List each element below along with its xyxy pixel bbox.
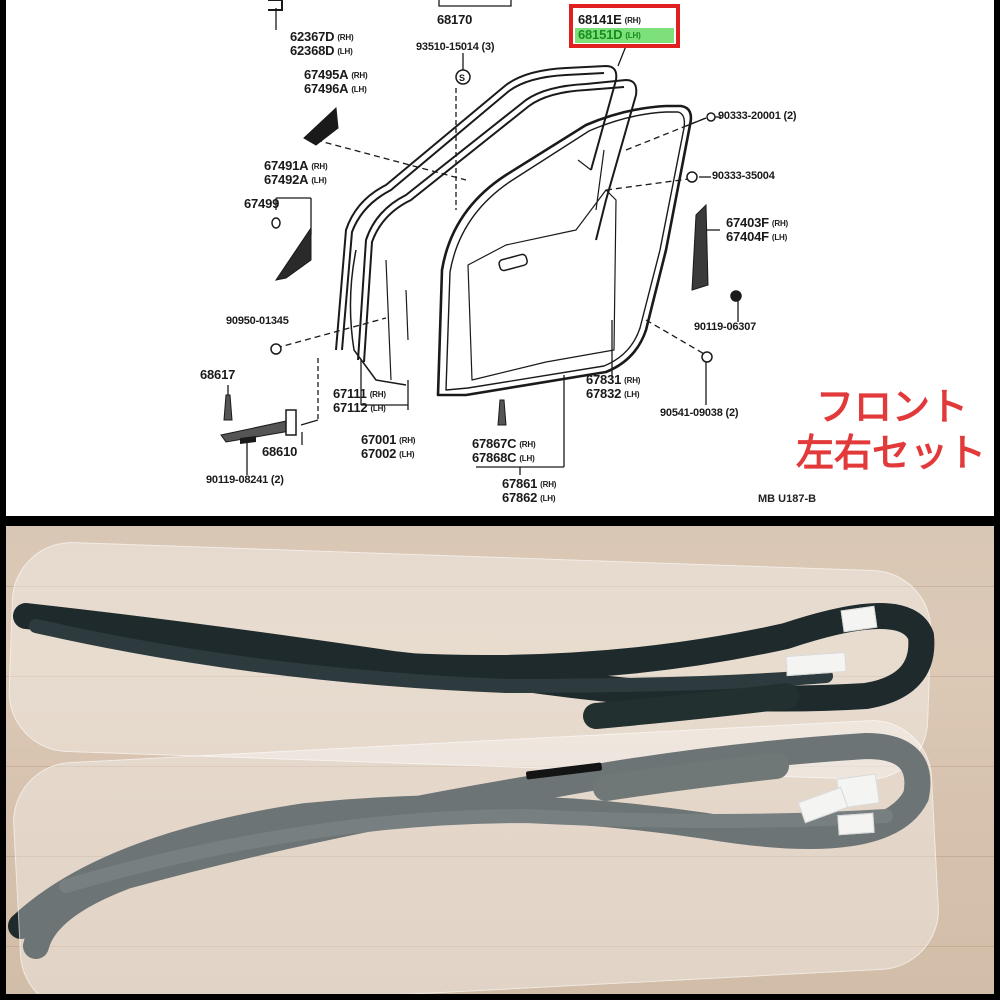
product-label-sticker bbox=[840, 605, 878, 633]
door-exploded-diagram: S bbox=[220, 0, 742, 475]
parts-diagram-panel: S 62367D(RH) 62368D(LH) 68170 93510-1501… bbox=[6, 0, 994, 516]
part-label-67001: 67001(RH) 67002(LH) bbox=[361, 432, 416, 461]
part-label-90333-20001: 90333-20001 (2) bbox=[718, 110, 797, 122]
part-label-93510: 93510-15014 (3) bbox=[416, 41, 495, 53]
part-label-68617: 68617 bbox=[200, 367, 236, 382]
highlighted-part-lh: 68151D(LH) bbox=[575, 28, 674, 43]
promo-line-left-right-set: 左右セット bbox=[796, 430, 987, 475]
promo-line-front: フロント bbox=[816, 385, 969, 429]
product-photo bbox=[6, 526, 994, 994]
part-label-67111: 67111(RH) 67112(LH) bbox=[333, 386, 386, 415]
floor-plank-seam bbox=[6, 856, 994, 857]
part-label-67499: 67499 bbox=[244, 196, 280, 211]
part-label-67861: 67861(RH) 67862(LH) bbox=[502, 476, 557, 505]
floor-plank-seam bbox=[6, 946, 994, 947]
part-label-67867C: 67867C(RH) 67868C(LH) bbox=[472, 436, 536, 465]
diagram-reference-code: MB U187-B bbox=[758, 493, 817, 505]
part-label-90950-01345: 90950-01345 bbox=[226, 315, 289, 327]
highlighted-part-rh: 68141E(RH) bbox=[578, 12, 641, 27]
part-label-67831: 67831(RH) 67832(LH) bbox=[586, 372, 641, 401]
part-label-67403F: 67403F(RH) 67404F(LH) bbox=[726, 215, 788, 244]
part-label-90119-08241: 90119-08241 (2) bbox=[206, 474, 284, 486]
part-label-67495A: 67495A(RH) 67496A(LH) bbox=[304, 67, 368, 96]
product-label-sticker bbox=[837, 812, 875, 836]
part-label-90119-06307: 90119-06307 bbox=[694, 321, 757, 333]
part-label-90541-09038: 90541-09038 (2) bbox=[660, 407, 739, 419]
part-label-67491A: 67491A(RH) 67492A(LH) bbox=[264, 158, 328, 187]
screw-symbol bbox=[455, 69, 471, 85]
packaged-seal-bag-lower bbox=[10, 717, 942, 994]
part-label-62367D: 62367D(RH) 62368D(LH) bbox=[290, 29, 354, 58]
highlighted-part-box: 68141E(RH) 68151D(LH) bbox=[569, 4, 680, 48]
floor-plank-seam bbox=[6, 586, 994, 587]
promo-text: フロント 左右セット bbox=[796, 385, 986, 476]
product-label-sticker bbox=[785, 651, 847, 677]
floor-plank-seam bbox=[6, 766, 994, 767]
screw-symbol-label: S bbox=[459, 73, 465, 83]
weatherstrip-seals bbox=[8, 603, 935, 959]
part-label-90333-35004: 90333-35004 bbox=[712, 170, 775, 182]
part-label-68170: 68170 bbox=[437, 12, 473, 27]
part-label-68610: 68610 bbox=[262, 444, 298, 459]
